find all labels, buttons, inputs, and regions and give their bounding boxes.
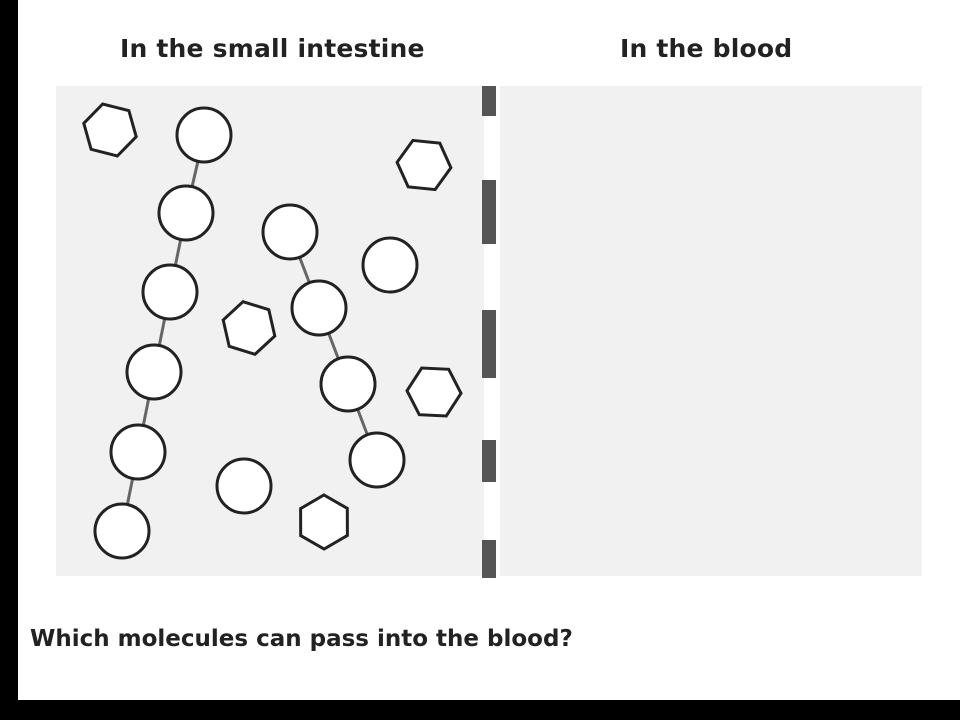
- chain-glucose-unit: [109, 423, 167, 481]
- membrane-segment: [482, 540, 496, 578]
- membrane-segment: [482, 440, 496, 482]
- chain-glucose-unit: [261, 203, 319, 261]
- diagram-card: In the small intestine In the blood Whic…: [18, 0, 960, 700]
- chain-glucose-unit: [175, 106, 233, 164]
- membrane-segment: [482, 180, 496, 244]
- chain-glucose-unit: [348, 431, 406, 489]
- molecules-layer: [82, 102, 463, 560]
- free-circle-molecule: [215, 457, 273, 515]
- chain-glucose-unit: [141, 263, 199, 321]
- chain-glucose-unit: [157, 184, 215, 242]
- free-hexagon-molecule: [299, 493, 349, 551]
- chain-glucose-unit: [93, 502, 151, 560]
- free-hexagon-molecule: [405, 366, 463, 418]
- membrane-segment: [482, 310, 496, 378]
- free-hexagon-molecule: [395, 138, 453, 192]
- chain-glucose-unit: [125, 343, 183, 401]
- free-hexagon-molecule: [221, 300, 277, 356]
- chain-glucose-unit: [319, 355, 377, 413]
- small-intestine-heading: In the small intestine: [120, 34, 425, 63]
- blood-region: [500, 86, 922, 576]
- chain-glucose-unit: [290, 279, 348, 337]
- question-text: Which molecules can pass into the blood?: [30, 626, 573, 652]
- free-circle-molecule: [361, 236, 419, 294]
- blood-heading: In the blood: [620, 34, 793, 63]
- free-hexagon-molecule: [82, 102, 138, 158]
- membrane-segment: [482, 86, 496, 116]
